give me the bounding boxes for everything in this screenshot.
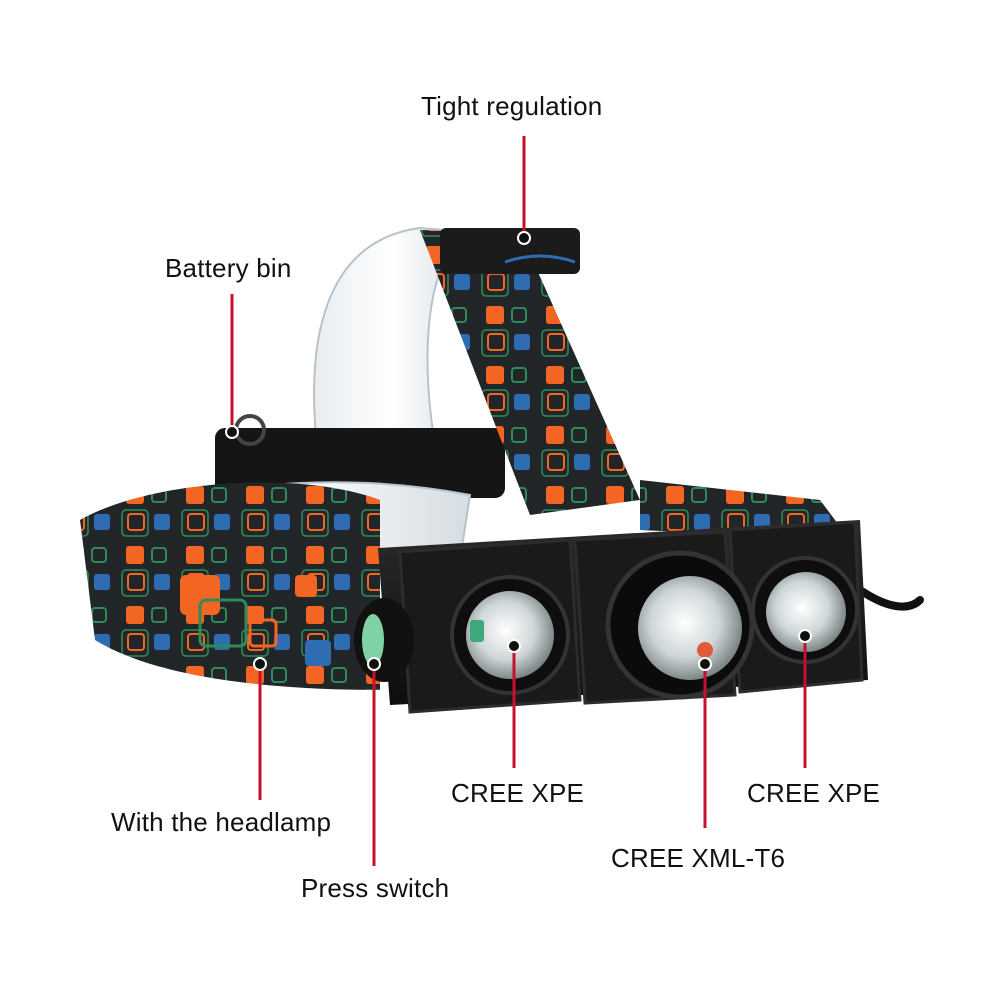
side-strap [80,482,380,690]
callout-tight-regulation: Tight regulation [421,91,603,121]
callout-cree-xml-t6: CREE XML-T6 [611,843,786,873]
callout-with-headlamp: With the headlamp [111,807,332,837]
left-lens [450,575,570,695]
press-switch [354,598,414,682]
leader-lines [230,136,807,866]
right-lens [751,556,859,664]
top-strap [420,228,640,515]
cable [856,586,924,611]
leader-dots [225,231,812,671]
center-lens [605,550,755,700]
strap-adjuster [440,228,580,274]
clear-top-band [313,226,474,471]
callout-cree-xpe-right: CREE XPE [747,778,881,808]
callout-cree-xpe-left: CREE XPE [451,778,585,808]
battery-bin [215,428,505,498]
callout-battery-bin: Battery bin [165,253,292,283]
callout-press-switch: Press switch [301,873,450,903]
